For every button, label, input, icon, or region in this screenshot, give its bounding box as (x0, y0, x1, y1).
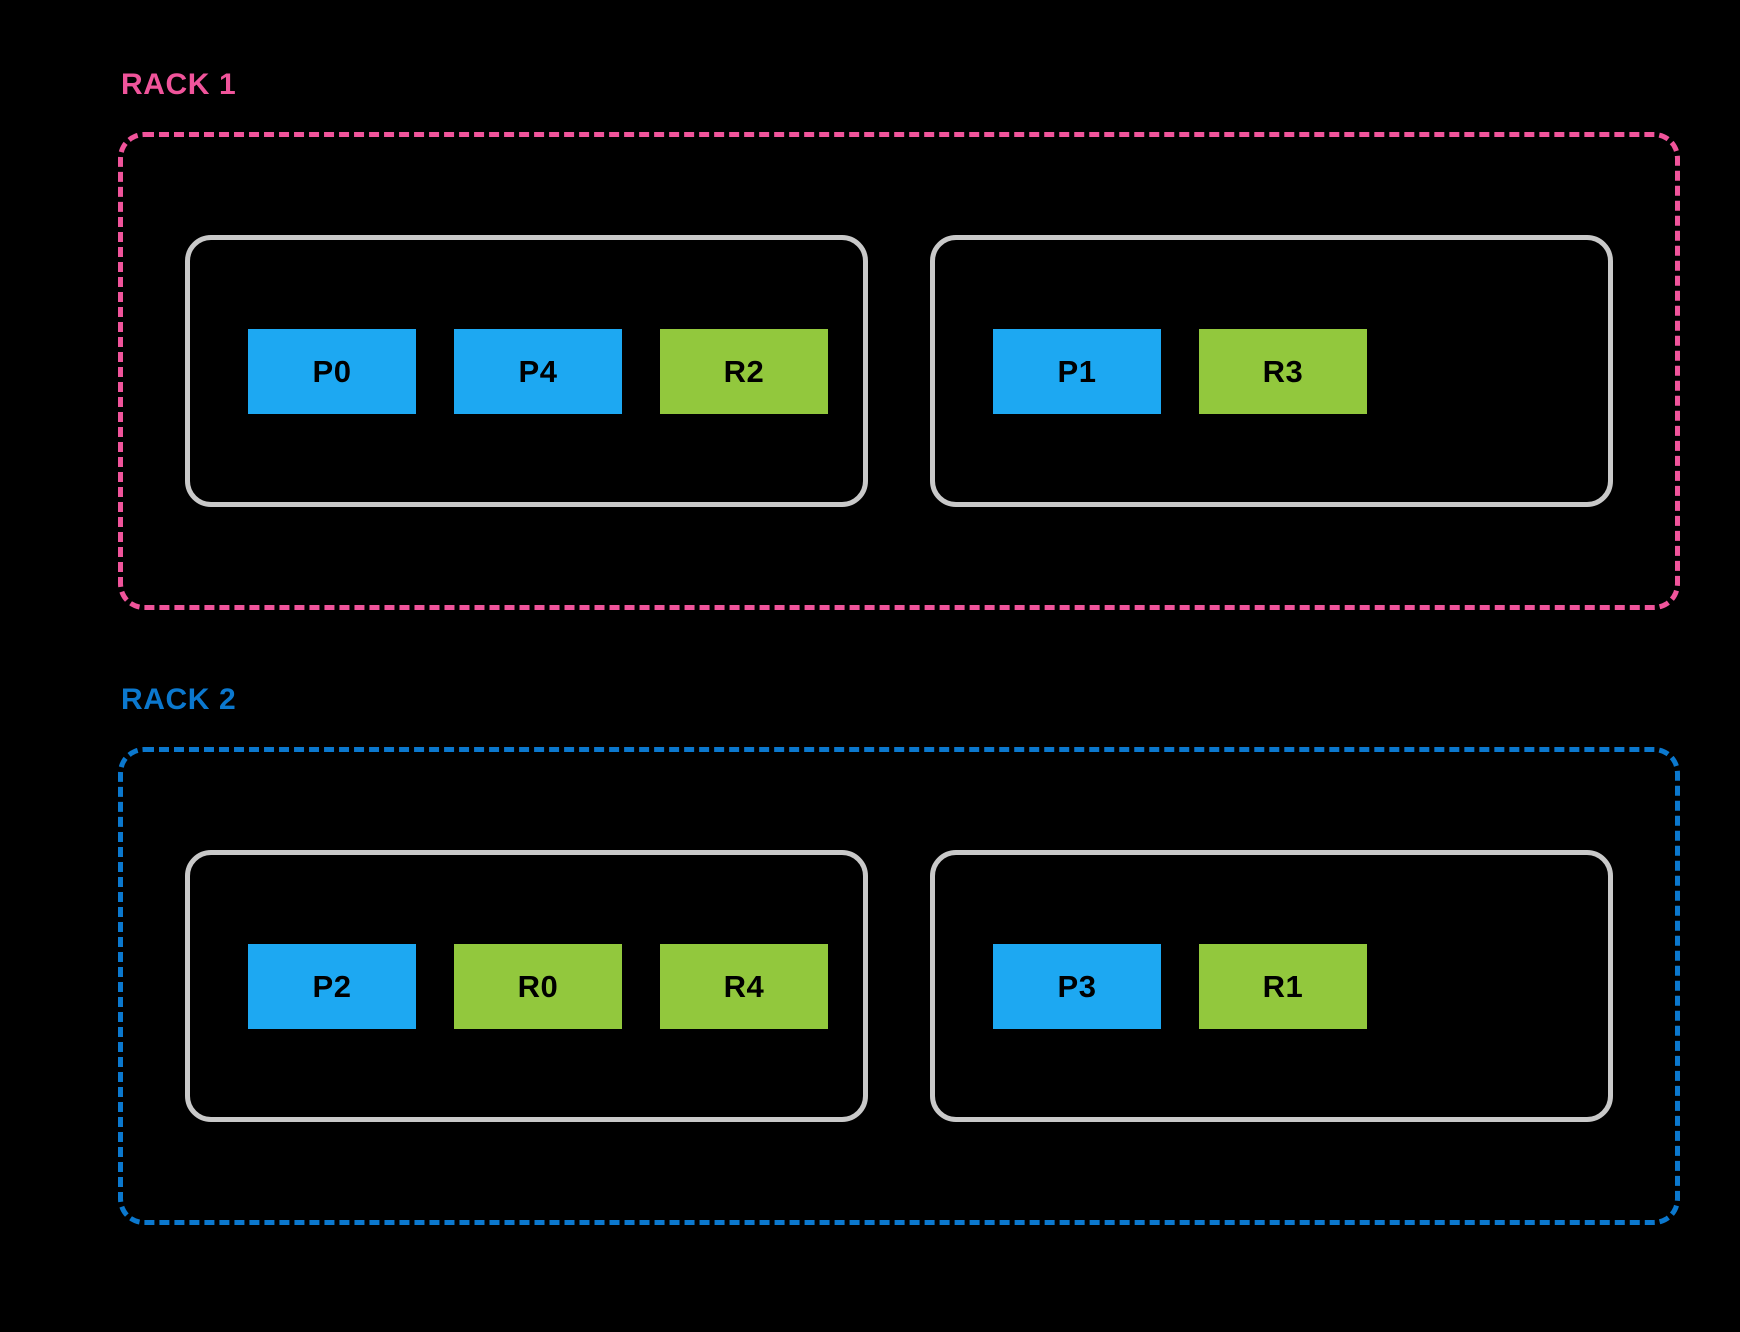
rack2-node2: P3 R1 (930, 850, 1613, 1122)
rack-group-1: RACK 1 P0 P4 R2 P1 R3 (118, 70, 1680, 610)
rack2-node1: P2 R0 R4 (185, 850, 868, 1122)
rack-1-label: RACK 1 (121, 68, 237, 101)
rack-group-2: RACK 2 P2 R0 R4 P3 R1 (118, 685, 1680, 1225)
partition-cell-p1: P1 (993, 328, 1161, 414)
partition-cell-r0: R0 (454, 943, 622, 1029)
partition-cell-p4: P4 (454, 328, 622, 414)
rack-2-boundary: P2 R0 R4 P3 R1 (118, 747, 1680, 1225)
partition-cell-r4: R4 (660, 943, 828, 1029)
rack-2-label: RACK 2 (121, 683, 237, 716)
partition-cell-r1: R1 (1199, 943, 1367, 1029)
partition-cell-p0: P0 (248, 328, 416, 414)
rack-1-boundary: P0 P4 R2 P1 R3 (118, 132, 1680, 610)
partition-cell-r3: R3 (1199, 328, 1367, 414)
partition-cell-p2: P2 (248, 943, 416, 1029)
rack1-node1: P0 P4 R2 (185, 235, 868, 507)
partition-cell-p3: P3 (993, 943, 1161, 1029)
rack1-node2: P1 R3 (930, 235, 1613, 507)
partition-cell-r2: R2 (660, 328, 828, 414)
